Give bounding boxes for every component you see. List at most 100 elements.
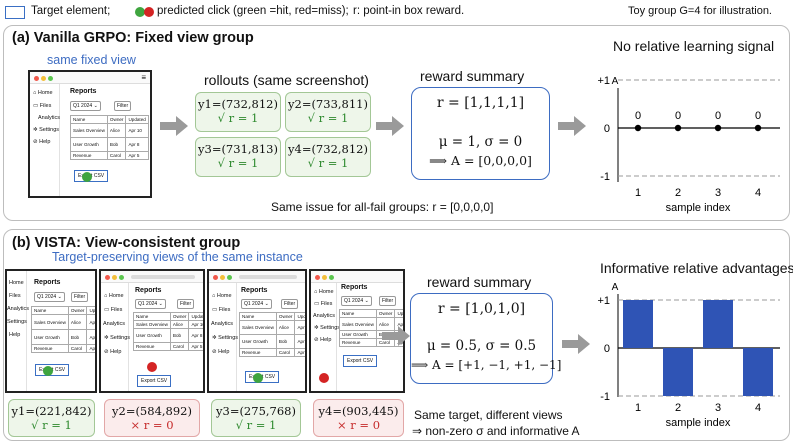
rollout-box-3: y3=(731,813)√ r = 1 [195,137,281,177]
y-tick-label: +1 [597,295,610,307]
window-titlebar: ≡ [30,72,150,84]
x-tick-label: 1 [635,402,641,414]
nav-settings: ✲ Settings [33,127,60,133]
mock-screenshot-fixed: ≡ ⌂ Home ▭ Files Analytics ✲ Settings ⊘ … [28,70,152,198]
close-dot-icon [315,275,320,280]
y-tick-label: -1 [600,171,610,183]
arrow-right-icon [376,116,404,136]
rollout-box-1: y1=(732,812)√ r = 1 [195,92,281,132]
predicted-click-hit [43,366,53,376]
nav-analytics: Analytics [38,115,61,121]
predicted-click-hit [82,172,92,182]
y-tick-label: +1 [597,75,610,87]
export-csv-target: Export CSV [343,355,378,367]
filter-button: Filter [379,296,397,306]
arrow-right-icon [160,116,188,136]
window-titlebar [311,271,403,283]
reports-title: Reports [241,287,268,294]
maximize-dot-icon [48,76,53,81]
mock-view-2: ⌂ Home ▭ Files Analytics ✲ Settings ⊘ He… [99,269,205,393]
arrow-right-icon [382,326,410,346]
arrow-right-icon [562,334,590,354]
data-point [714,124,722,132]
x-axis-label: sample index [666,202,731,214]
reports-title: Reports [34,279,61,286]
reports-title: Reports [135,287,162,294]
rollout-box-3: y3=(275,768)√ r = 1 [211,399,301,437]
data-label: 0 [675,110,681,122]
maximize-dot-icon [119,275,124,280]
x-tick-label: 2 [675,187,681,199]
y-tick-label: 0 [604,343,610,355]
reward-summary-box-a: r = [1,1,1,1] μ = 1, σ = 0 ⟹ A = [0,0,0,… [411,87,550,180]
y-axis-label: A [612,282,619,293]
maximize-dot-icon [227,275,232,280]
y-axis-label: A [612,76,619,87]
mock-view-1: Home Files Analytics Settings Help Repor… [5,269,97,393]
bar [703,300,733,348]
filter-button: Filter [114,101,132,111]
bar [623,300,653,348]
reports-title: Reports [341,284,368,291]
menu-icon: ≡ [141,73,146,82]
legend-miss-dot [144,7,154,17]
filter-button: Filter [281,299,299,309]
close-dot-icon [105,275,110,280]
filter-button: Filter [71,292,89,302]
nav-files: ▭ Files [33,103,52,109]
bar [663,348,693,396]
quarter-select: Q1 2024 ⌄ [341,296,372,306]
x-tick-label: 1 [635,187,641,199]
mock-view-4: ⌂ Home ▭ Files Analytics ✲ Settings ⊘ He… [309,269,405,393]
export-csv-target: Export CSV [137,375,172,387]
window-titlebar [209,271,305,283]
data-label: 0 [635,110,641,122]
x-tick-label: 3 [715,402,721,414]
panel-b-caption-1: Same target, different views [414,408,563,422]
bar [743,348,773,396]
quarter-select: Q1 2024 ⌄ [70,101,101,111]
legend-reward-text: r: point-in box reward. [353,5,465,17]
minimize-dot-icon [41,76,46,81]
panel-b-title: (b) VISTA: View-consistent group [12,235,241,251]
x-tick-label: 4 [755,187,761,199]
rollout-box-4: y4=(732,812)√ r = 1 [285,137,371,177]
mock-view-3: ⌂ Home ▭ Files Analytics ✲ Settings ⊘ He… [207,269,307,393]
x-tick-label: 4 [755,402,761,414]
predicted-click-hit [253,373,263,383]
window-titlebar [101,271,203,283]
rollouts-heading: rollouts (same screenshot) [204,72,369,88]
data-point [674,124,682,132]
panel-a-caption: Same issue for all-fail groups: r = [0,0… [271,200,494,214]
sidebar: ⌂ Home ▭ Files Analytics ✲ Settings ⊘ He… [209,283,238,391]
address-bar [131,275,195,279]
address-bar [239,275,297,279]
x-axis-label: sample index [666,417,731,429]
reward-summary-box-b: r = [1,0,1,0] μ = 0.5, σ = 0.5 ⟹ A = [+1… [410,293,561,384]
chart-a-title: No relative learning signal [613,38,775,54]
data-label: 0 [755,110,761,122]
panel-b-subtitle: Target-preserving views of the same inst… [52,250,303,264]
legend-target-swatch [5,6,25,19]
nav-home: ⌂ Home [33,90,53,96]
reports-title: Reports [70,88,97,95]
summary-heading-b: reward summary [427,274,532,290]
minimize-dot-icon [322,275,327,280]
sidebar: ⌂ Home ▭ Files Analytics ✲ Settings ⊘ He… [311,283,340,391]
legend-hit-dot [135,7,145,17]
quarter-select: Q1 2024 ⌄ [241,299,272,309]
data-point [754,124,762,132]
sidebar: ⌂ Home ▭ Files Analytics ✲ Settings ⊘ He… [101,283,130,391]
data-point [634,124,642,132]
nav-help: ⊘ Help [33,139,51,145]
predicted-click-miss [147,362,157,372]
rollout-box-4: y4=(903,445)× r = 0 [313,399,404,437]
close-dot-icon [213,275,218,280]
